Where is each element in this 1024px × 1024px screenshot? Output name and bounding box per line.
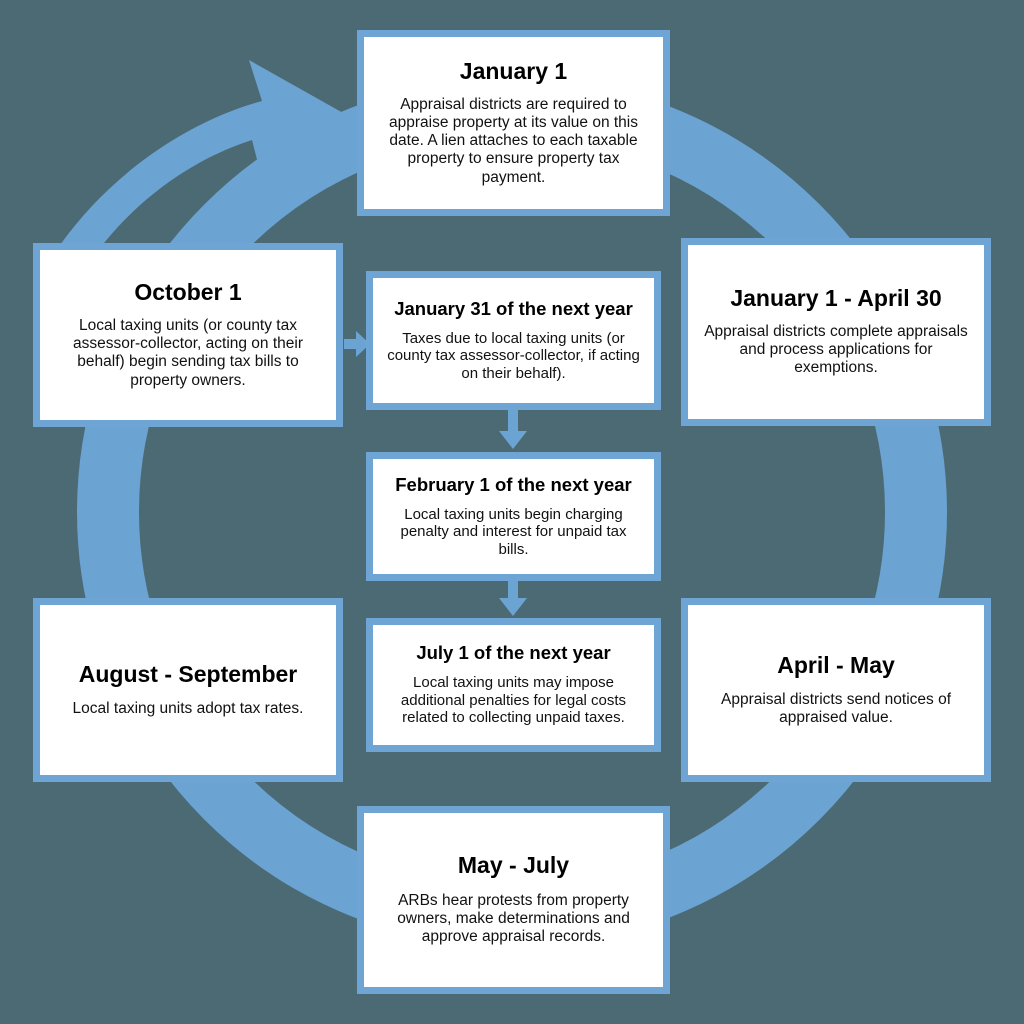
node-description: Local taxing units (or county tax assess…: [72, 317, 304, 389]
connector-arrow-right: [344, 331, 370, 357]
node-title: January 1: [459, 58, 568, 85]
cycle-node-february-1-next-year[interactable]: February 1 of the next year Local taxing…: [366, 452, 661, 581]
node-title: July 1 of the next year: [416, 642, 611, 664]
node-description: Local taxing units adopt tax rates.: [72, 700, 304, 718]
node-title: February 1 of the next year: [395, 473, 632, 495]
node-title: May - July: [457, 852, 570, 879]
cycle-node-august-september[interactable]: August - September Local taxing units ad…: [33, 598, 343, 782]
connector-arrow-down-1: [499, 410, 527, 449]
node-description: Local taxing units may impose additional…: [400, 674, 627, 727]
cycle-node-january-1[interactable]: January 1 Appraisal districts are requir…: [357, 30, 670, 216]
node-description: Local taxing units begin charging penalt…: [400, 505, 627, 558]
node-description: ARBs hear protests from property owners,…: [397, 892, 630, 946]
cycle-node-july-1-next-year[interactable]: July 1 of the next year Local taxing uni…: [366, 618, 661, 752]
node-title: April - May: [777, 651, 895, 678]
node-description: Appraisal districts are required to appr…: [389, 96, 638, 186]
cycle-node-january-1-april-30[interactable]: January 1 - April 30 Appraisal districts…: [681, 238, 991, 426]
cycle-node-may-july[interactable]: May - July ARBs hear protests from prope…: [357, 806, 670, 994]
cycle-node-october-1[interactable]: October 1 Local taxing units (or county …: [33, 243, 343, 427]
node-title: January 1 - April 30: [730, 285, 942, 312]
cycle-arrow-oct-to-jan: [60, 60, 352, 256]
node-description: Appraisal districts complete appraisals …: [704, 323, 968, 377]
node-title: October 1: [134, 279, 242, 306]
node-description: Taxes due to local taxing units (or coun…: [387, 329, 640, 382]
node-title: August - September: [78, 660, 298, 687]
connector-arrow-down-2: [499, 581, 527, 616]
cycle-node-january-31-next-year[interactable]: January 31 of the next year Taxes due to…: [366, 271, 661, 410]
node-description: Appraisal districts send notices of appr…: [720, 691, 952, 727]
cycle-node-april-may[interactable]: April - May Appraisal districts send not…: [681, 598, 991, 782]
node-title: January 31 of the next year: [394, 297, 633, 319]
